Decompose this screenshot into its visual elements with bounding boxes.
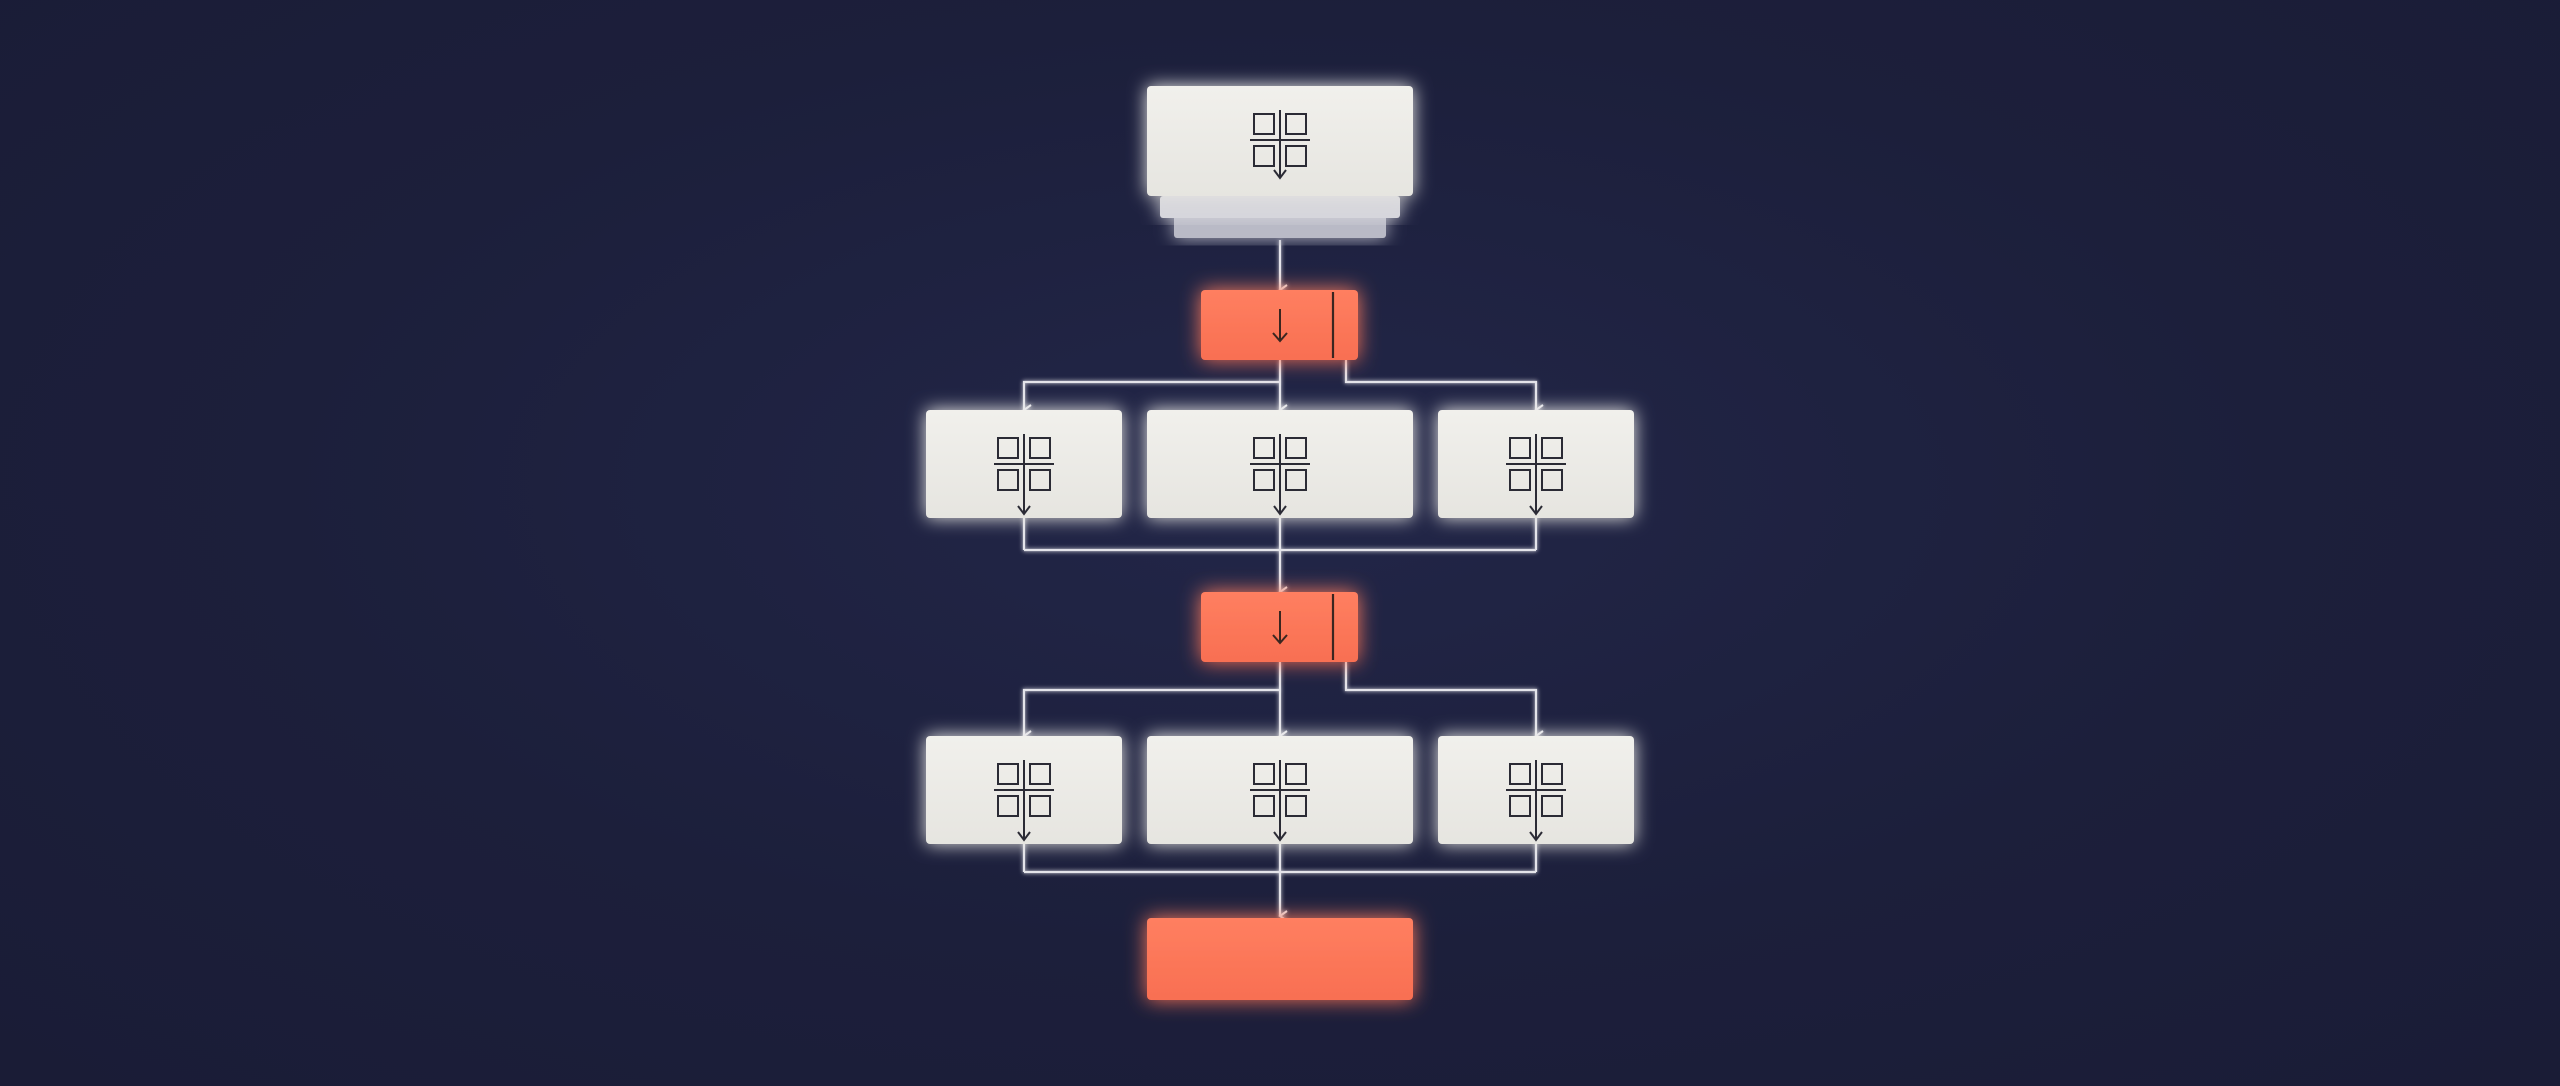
edge-gate1-to-task1c [1344,360,1544,416]
stack-layer-middle [1160,196,1400,218]
stack-layer-back [1174,214,1386,238]
node-output [1147,918,1413,1000]
node-task-1c [1438,410,1634,518]
edge-gate2-to-task2a [1022,688,1280,742]
output-body [1147,918,1413,1000]
edge-gate2-to-task2c [1344,662,1544,742]
grid-icon [994,760,1054,842]
node-task-2b [1147,736,1413,844]
edge-gate1-to-task1a [1022,380,1280,416]
grid-icon [1250,434,1310,516]
down-arrow-icon [1272,309,1288,343]
down-arrow-icon [1272,611,1288,645]
node-task-2c [1438,736,1634,844]
node-task-1b [1147,410,1413,518]
node-gate-1 [1201,290,1358,360]
grid-icon [1506,434,1566,516]
grid-icon [1506,760,1566,842]
grid-icon [1250,760,1310,842]
node-source-stack [1147,86,1413,238]
grid-icon [1250,110,1310,180]
node-task-2a [926,736,1122,844]
grid-icon [994,434,1054,516]
node-task-1a [926,410,1122,518]
node-gate-2 [1201,592,1358,662]
